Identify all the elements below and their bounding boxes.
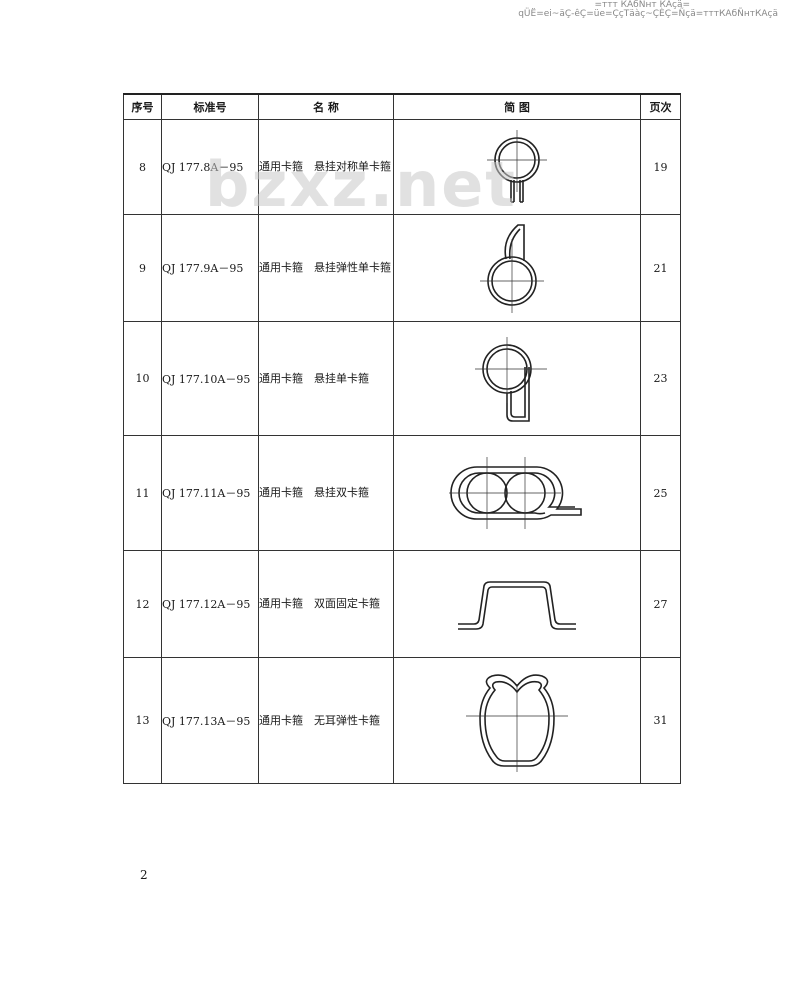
row-seq: 12 [123,550,162,658]
row-standard-no: QJ 177.10A－95 [161,321,259,436]
row-standard-no: QJ 177.12A－95 [161,550,259,658]
col-header-page: 页次 [640,93,681,120]
row-page: 19 [640,119,681,215]
standards-index-table: 序号 标准号 名 称 简 图 页次 8 QJ 177.8A－95 通用卡箍 悬挂… [123,93,681,784]
row-seq: 11 [123,435,162,551]
row-standard-no: QJ 177.13A－95 [161,657,259,784]
hanging-double-clamp-icon [449,457,582,529]
row-seq: 10 [123,321,162,436]
double-sided-fixed-clamp-icon [458,581,576,630]
col-header-seq: 序号 [123,93,162,120]
row-name: 通用卡箍 悬挂弹性单卡箍 [258,214,394,322]
table-row: 10 QJ 177.10A－95 通用卡箍 悬挂单卡箍 [123,321,681,436]
hanging-elastic-single-clamp-icon [480,224,544,313]
row-figure [393,321,641,436]
table-row: 9 QJ 177.9A－95 通用卡箍 悬挂弹性单卡箍 [123,214,681,322]
earless-elastic-clamp-icon [466,673,568,772]
hanging-single-clamp-icon [475,336,547,422]
table-header-row: 序号 标准号 名 称 简 图 页次 [123,93,681,120]
row-standard-no: QJ 177.9A－95 [161,214,259,322]
row-standard-no: QJ 177.11A－95 [161,435,259,551]
row-name: 通用卡箍 双面固定卡箍 [258,550,394,658]
table-row: 11 QJ 177.11A－95 通用卡箍 悬挂双卡箍 [123,435,681,551]
row-figure [393,214,641,322]
col-header-figure: 简 图 [393,93,641,120]
row-seq: 13 [123,657,162,784]
table-row: 13 QJ 177.13A－95 通用卡箍 无耳弹性卡箍 31 [123,657,681,784]
row-page: 27 [640,550,681,658]
row-page: 21 [640,214,681,322]
row-name: 通用卡箍 无耳弹性卡箍 [258,657,394,784]
col-header-std: 标准号 [161,93,259,120]
col-header-name: 名 称 [258,93,394,120]
row-seq: 8 [123,119,162,215]
row-standard-no: QJ 177.8A－95 [161,119,259,215]
row-name: 通用卡箍 悬挂双卡箍 [258,435,394,551]
row-figure [393,119,641,215]
row-name: 通用卡箍 悬挂对称单卡箍 [258,119,394,215]
row-figure [393,657,641,784]
row-figure [393,550,641,658]
row-figure [393,435,641,551]
row-seq: 9 [123,214,162,322]
table-row: 8 QJ 177.8A－95 通用卡箍 悬挂对称单卡箍 19 [123,119,681,215]
header-garbled-line-1: =ттт КАбÑнт КАçä= [594,0,691,10]
table-row: 12 QJ 177.12A－95 通用卡箍 双面固定卡箍 27 [123,550,681,658]
row-page: 23 [640,321,681,436]
row-page: 25 [640,435,681,551]
row-page: 31 [640,657,681,784]
page-number: 2 [140,868,148,882]
header-garbled-line-2: qÜЁ=eі~äÇ-êÇ=üe=ÇçТäàç~ÇÈÇ=Ñçä=тттКАбÑнт… [518,9,778,19]
hanging-symmetric-single-clamp-icon [487,130,547,203]
row-name: 通用卡箍 悬挂单卡箍 [258,321,394,436]
